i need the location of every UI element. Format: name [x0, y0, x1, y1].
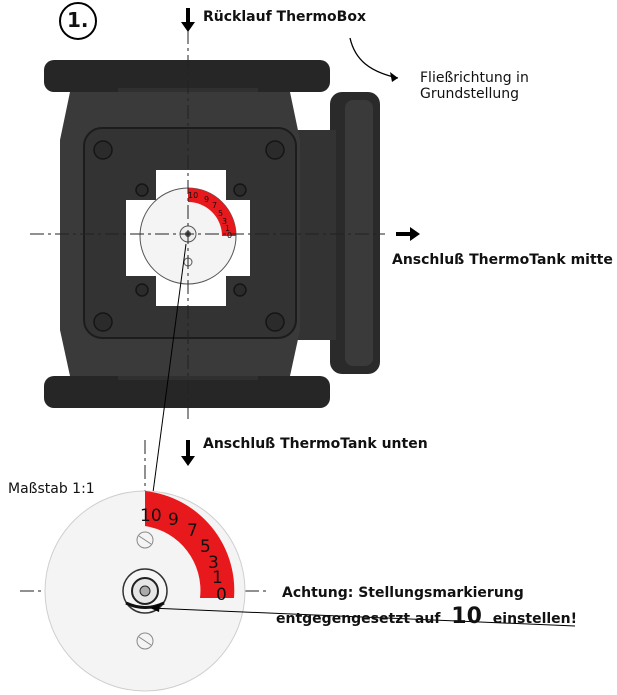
label-anschluss-mitte: Anschluß ThermoTank mitte	[392, 252, 613, 268]
note-leader	[149, 607, 576, 627]
scale-tick-9: 9	[168, 510, 179, 530]
note-entgegengesetzt-text: entgegengesetzt auf	[276, 611, 441, 627]
scale-tick-1: 1	[212, 568, 223, 588]
down-arrow-icon	[181, 440, 195, 466]
small-scale-tick: 10	[188, 191, 198, 200]
step-number: 1.	[67, 8, 89, 32]
note-value-10: 10	[451, 604, 482, 629]
scale-tick-7: 7	[187, 521, 198, 541]
valve-body: 10 9 7 5 3 1 0	[44, 60, 380, 408]
label-massstab: Maßstab 1:1	[8, 481, 95, 497]
small-scale-tick: 5	[218, 209, 223, 218]
small-scale-tick: 3	[222, 217, 227, 226]
scale-tick-5: 5	[200, 537, 211, 557]
label-grundstellung: Grundstellung	[420, 86, 520, 102]
note-einstellen: einstellen!	[492, 611, 578, 627]
detail-view: 10 9 7 5 3 1 0	[44, 490, 246, 692]
scale-tick-10: 10	[140, 506, 162, 526]
detail-leader	[151, 243, 187, 501]
label-anschluss-unten: Anschluß ThermoTank unten	[203, 436, 428, 452]
scale-tick-3: 3	[208, 553, 219, 573]
flow-arrows	[181, 8, 420, 466]
flow-direction-curve	[349, 37, 399, 79]
small-scale-tick: 1	[225, 224, 230, 233]
step-circle	[59, 2, 97, 40]
label-fliessrichtung: Fließrichtung in	[420, 70, 529, 86]
right-arrow-icon	[396, 227, 420, 241]
small-scale-tick: 7	[212, 201, 217, 210]
small-scale-tick: 0	[227, 231, 232, 240]
down-arrow-icon	[181, 8, 195, 32]
note-entgegengesetzt: entgegengesetzt auf 10 einstellen!	[276, 606, 577, 628]
note-achtung: Achtung: Stellungsmarkierung	[282, 585, 524, 601]
label-ruecklauf: Rücklauf ThermoBox	[203, 9, 366, 25]
small-scale-tick: 9	[204, 195, 209, 204]
scale-tick-0: 0	[216, 585, 227, 605]
